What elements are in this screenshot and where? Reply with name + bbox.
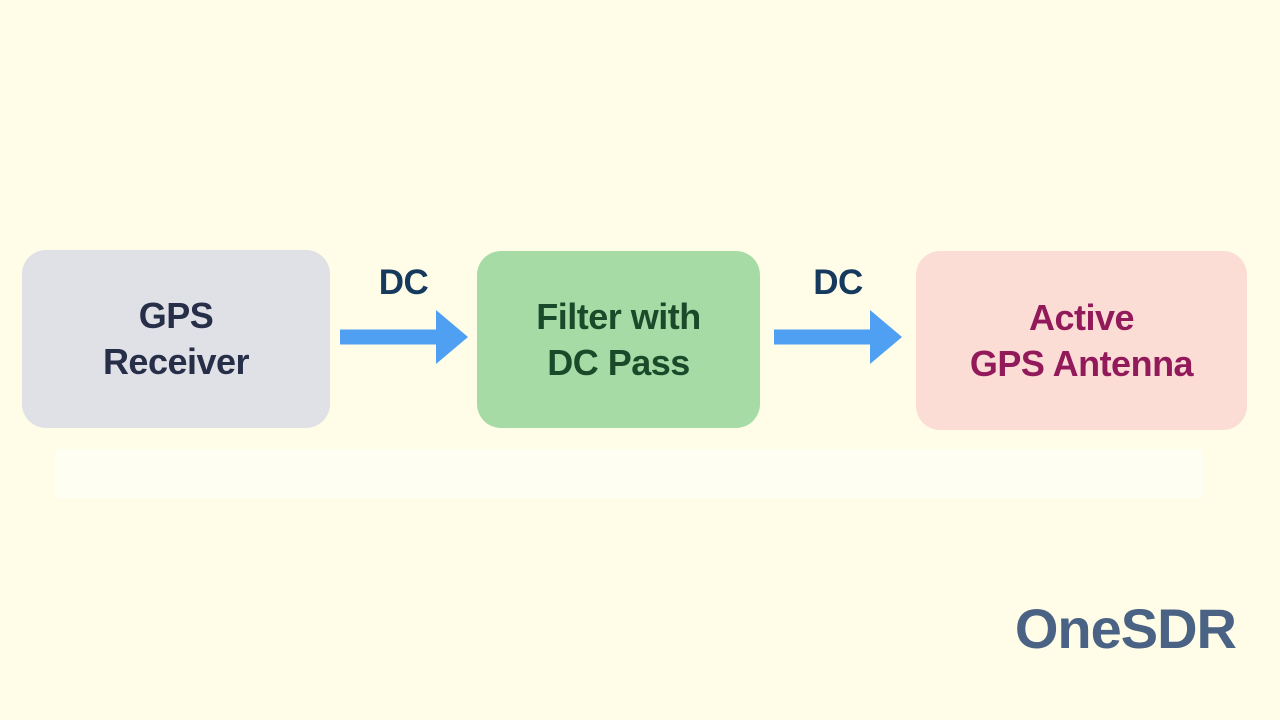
faint-highlight-band — [55, 449, 1203, 498]
node-filter-label-line1: Filter with — [536, 295, 701, 337]
dc-label-2: DC — [813, 263, 863, 302]
node-antenna-label-line1: Active — [1028, 296, 1135, 338]
node-gps-receiver-label: GPS Receiver — [102, 293, 250, 385]
node-filter-dc-pass-label: Filter with DC Pass — [536, 294, 701, 386]
connection-filter-to-antenna: DC — [760, 262, 916, 365]
connection-gps-to-filter: DC — [330, 262, 477, 365]
node-filter-dc-pass: Filter with DC Pass — [477, 251, 760, 428]
node-antenna-label-line2: GPS Antenna — [969, 342, 1194, 384]
onesdr-logo: OneSDR — [1014, 597, 1237, 660]
node-gps-receiver-label-line2: Receiver — [102, 341, 250, 382]
node-gps-receiver-label-line1: GPS — [138, 295, 214, 336]
node-active-gps-antenna-label: Active GPS Antenna — [969, 295, 1194, 387]
node-filter-label-line2: DC Pass — [547, 341, 690, 383]
node-gps-receiver: GPS Receiver — [22, 250, 330, 428]
arrow-right-icon — [774, 310, 902, 364]
node-active-gps-antenna: Active GPS Antenna — [916, 251, 1247, 430]
dc-label-1: DC — [378, 263, 429, 302]
arrow-right-icon — [339, 310, 468, 364]
